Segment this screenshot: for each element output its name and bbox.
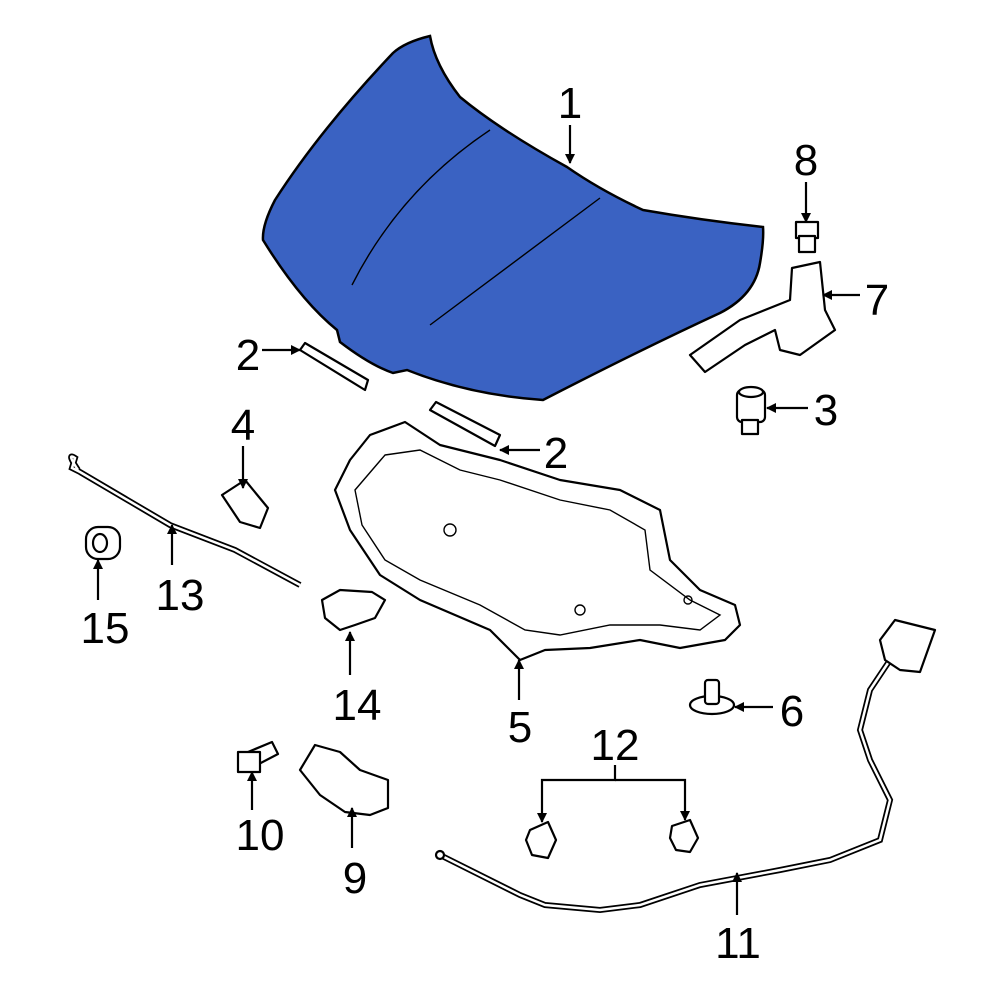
- insulator-part[interactable]: [333, 420, 742, 662]
- prop-rod-clip-part[interactable]: [220, 478, 270, 530]
- callout-11: 11: [715, 919, 761, 968]
- insulator-retainer-part[interactable]: [688, 678, 736, 716]
- prop-rod-holder-part[interactable]: [320, 588, 387, 632]
- callout-14: 14: [333, 681, 382, 730]
- callout-5: 5: [508, 703, 532, 752]
- latch-bolt-part[interactable]: [236, 740, 280, 774]
- callout-4: 4: [231, 401, 255, 450]
- leader-lines: [93, 125, 860, 915]
- hood-part[interactable]: [261, 34, 765, 402]
- callout-12: 12: [591, 721, 640, 770]
- callout-15: 15: [81, 604, 130, 653]
- callout-7: 7: [865, 276, 889, 325]
- callout-3: 3: [814, 386, 838, 435]
- seal-left-part[interactable]: [298, 341, 370, 392]
- release-cable-part[interactable]: [434, 618, 937, 914]
- bumper-part[interactable]: [735, 385, 767, 436]
- callout-1: 1: [558, 79, 582, 128]
- cable-clip-left-part[interactable]: [524, 820, 558, 860]
- callout-8: 8: [794, 136, 818, 185]
- callout-2-left: 2: [236, 331, 260, 380]
- seal-right-part[interactable]: [428, 400, 502, 448]
- callout-13: 13: [156, 571, 205, 620]
- grommet-part[interactable]: [84, 525, 122, 561]
- hinge-bolt-part[interactable]: [794, 220, 820, 254]
- latch-part[interactable]: [298, 743, 390, 817]
- callout-6: 6: [780, 687, 804, 736]
- callout-10: 10: [236, 811, 285, 860]
- callout-2-right: 2: [544, 429, 568, 478]
- cable-clip-right-part[interactable]: [668, 818, 700, 854]
- hinge-part[interactable]: [688, 260, 837, 374]
- callout-9: 9: [343, 854, 367, 903]
